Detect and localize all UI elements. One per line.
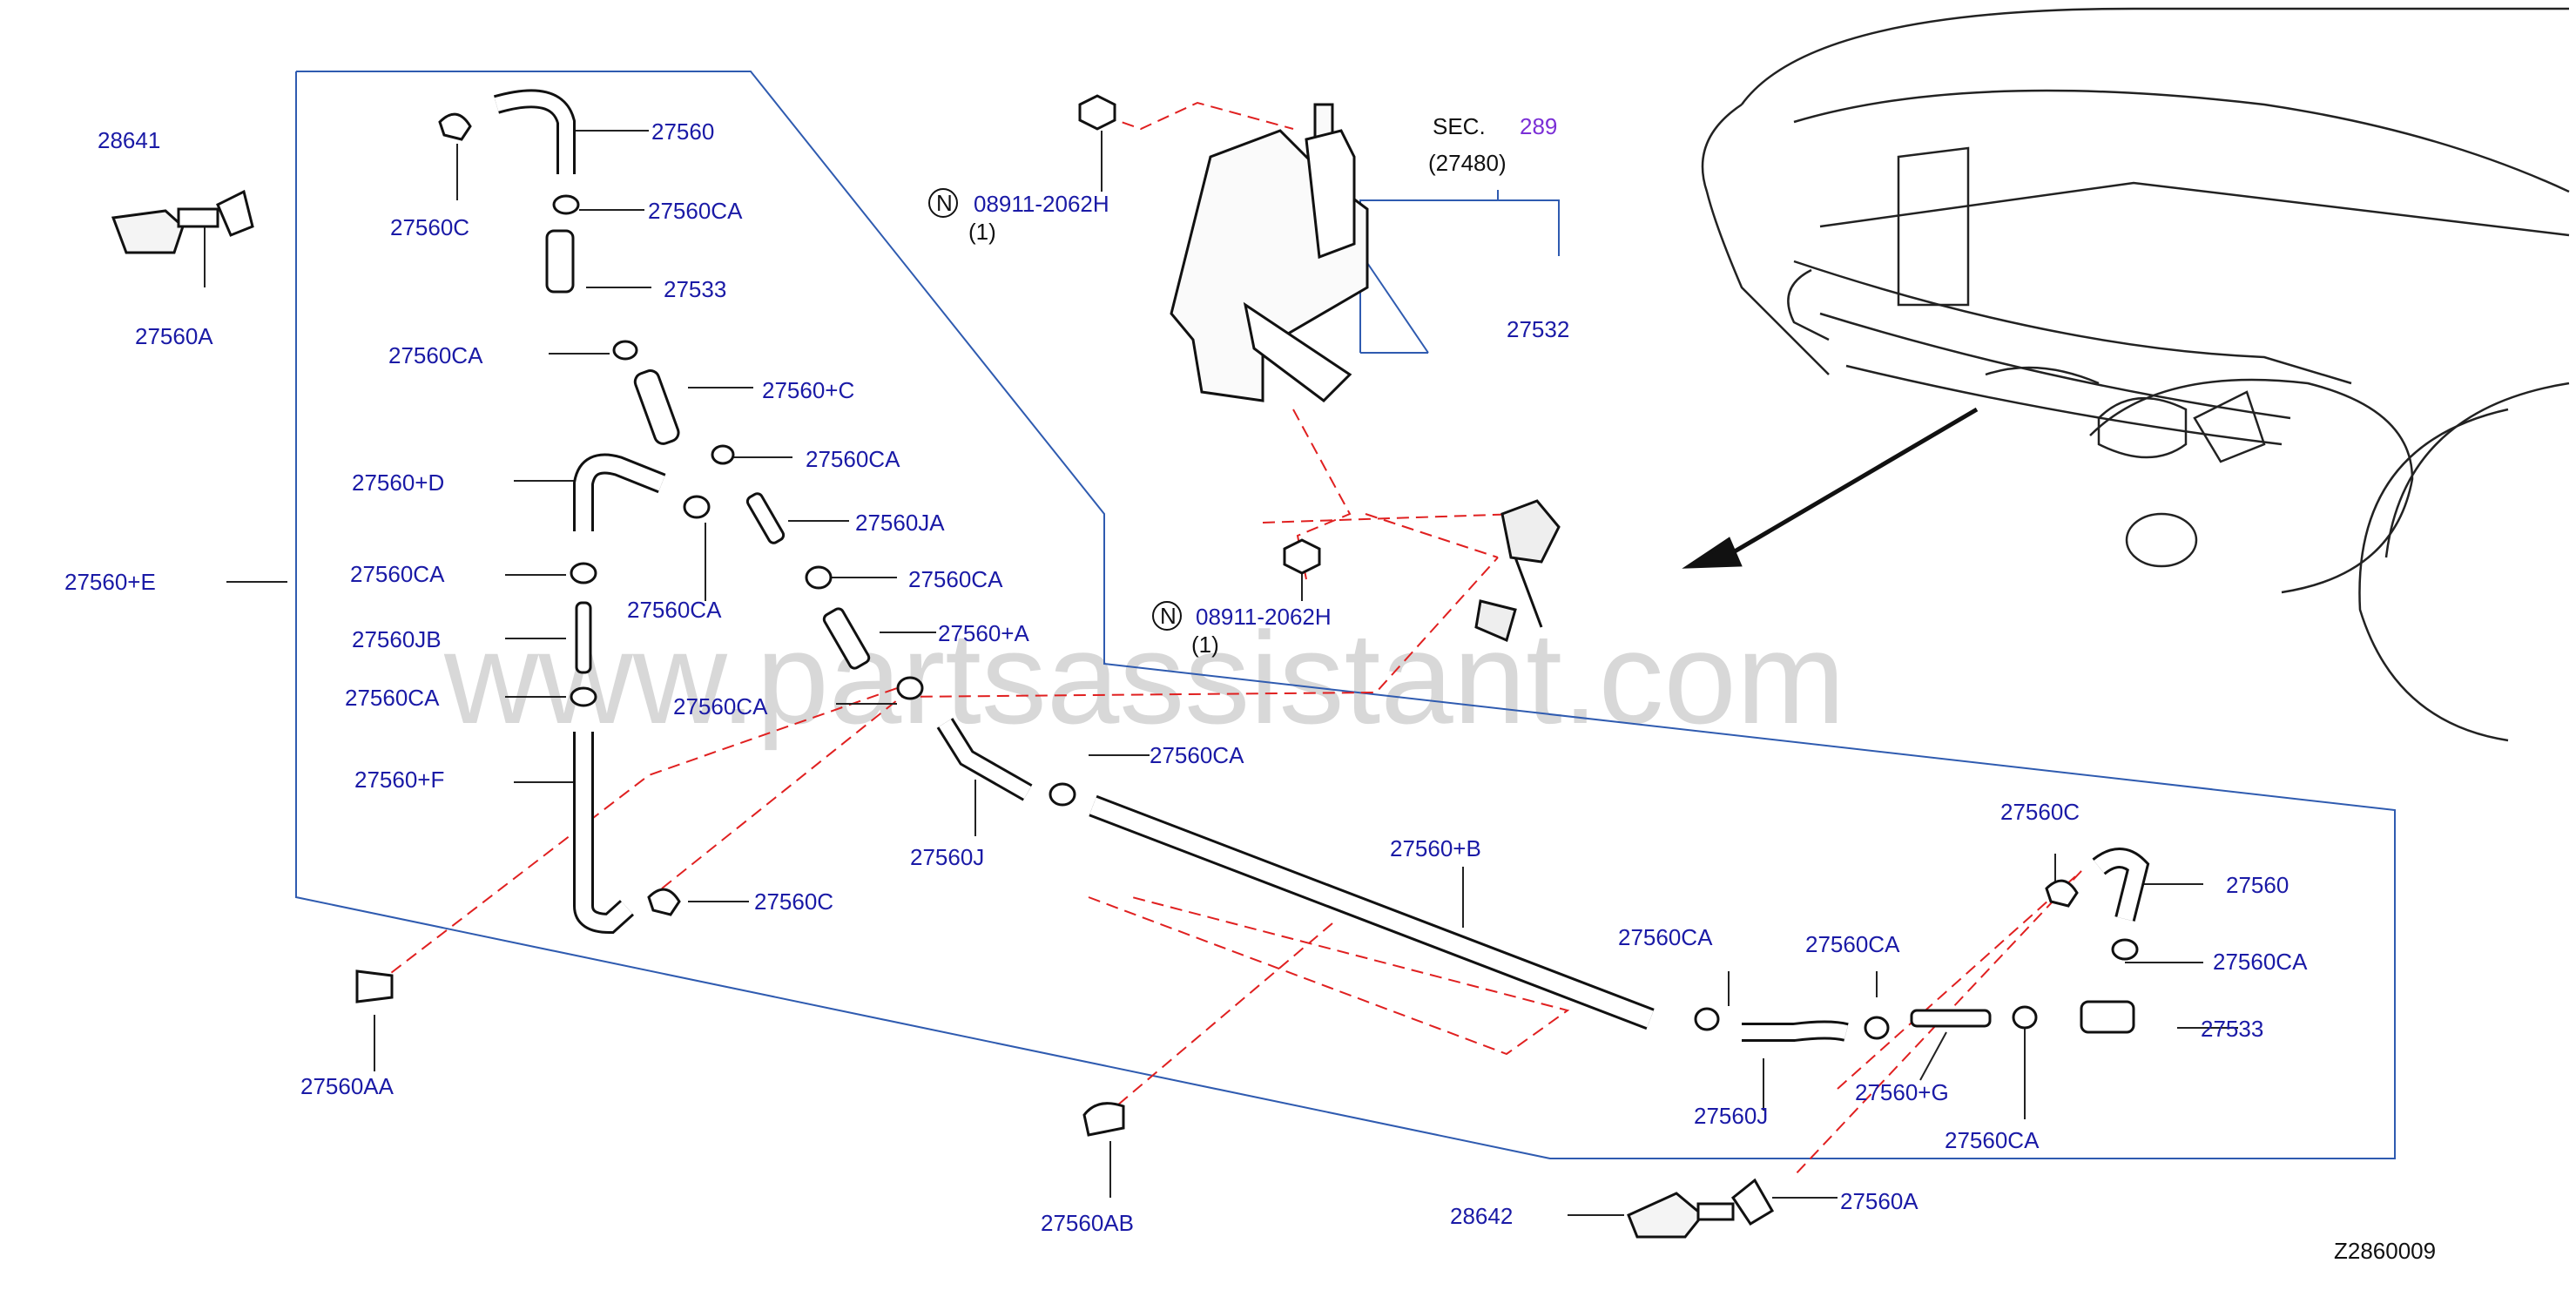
label-28642[interactable]: 28642 — [1450, 1203, 1513, 1229]
label-27560JB[interactable]: 27560JB — [352, 626, 442, 652]
label-28641[interactable]: 28641 — [98, 127, 160, 153]
label-27560CA-r-c[interactable]: 27560CA — [2213, 949, 2308, 975]
washer-nozzle-left[interactable] — [111, 189, 254, 254]
check-valve-27533-right[interactable] — [2080, 1000, 2135, 1034]
label-27560+F[interactable]: 27560+F — [354, 767, 444, 793]
nut-qty: (1) — [1191, 632, 1219, 658]
label-27532[interactable]: 27532 — [1507, 316, 1569, 342]
label-27560+G[interactable]: 27560+G — [1855, 1079, 1949, 1105]
sec-sub: (27480) — [1428, 150, 1507, 176]
joint-27560JA[interactable] — [745, 492, 786, 545]
bracket-27560AA[interactable] — [355, 969, 394, 1003]
nut-qty: (1) — [968, 219, 996, 245]
label-27560C-top[interactable]: 27560C — [390, 214, 469, 240]
label-27560CA-4[interactable]: 27560CA — [350, 561, 445, 587]
part-labels: 28641 27560A 27560 27560C 27560CA 27533 … — [64, 118, 2308, 1236]
label-27533-right[interactable]: 27533 — [2201, 1016, 2263, 1042]
label-27533-left[interactable]: 27533 — [664, 276, 726, 302]
nut-reference-lower[interactable]: N 08911-2062H (1) — [1152, 601, 1332, 658]
label-27560+C[interactable]: 27560+C — [762, 377, 854, 403]
label-27560-top[interactable]: 27560 — [651, 118, 714, 145]
joint-27560JB[interactable] — [575, 601, 592, 674]
locator-arrow — [1682, 407, 1979, 569]
label-27560CA-3[interactable]: 27560CA — [806, 446, 900, 472]
clamp-27560CA-7[interactable] — [570, 686, 597, 707]
label-27560CA-r-b[interactable]: 27560CA — [1805, 931, 1900, 957]
label-27560CA-9[interactable]: 27560CA — [1150, 742, 1244, 768]
clamp-27560CA-5[interactable] — [570, 562, 597, 584]
clamp-27560CA-9[interactable] — [1049, 782, 1076, 807]
label-27560C-right[interactable]: 27560C — [2000, 799, 2080, 825]
label-27560CA-1[interactable]: 27560CA — [648, 198, 743, 224]
n-marker: N — [1160, 603, 1177, 629]
label-27560CA-6[interactable]: 27560CA — [908, 566, 1003, 592]
label-27560-right[interactable]: 27560 — [2226, 872, 2289, 898]
label-27560+D[interactable]: 27560+D — [352, 469, 444, 496]
label-27560CA-r-d[interactable]: 27560CA — [1945, 1127, 2040, 1153]
leader-lines — [204, 130, 2238, 1216]
joint-27560G[interactable] — [1910, 1009, 1992, 1028]
clamp-27560CA-r4[interactable] — [2012, 1005, 2038, 1030]
hose-27560C[interactable] — [632, 368, 680, 446]
clamp-27560CA-r2[interactable] — [1694, 1007, 1720, 1031]
parts — [111, 89, 2150, 1239]
nut-reference-upper[interactable]: N 08911-2062H (1) — [928, 188, 1109, 245]
label-27560CA-8[interactable]: 27560CA — [673, 693, 768, 719]
clip-27560C-right[interactable] — [2045, 879, 2079, 908]
label-27560J-right[interactable]: 27560J — [1694, 1103, 1768, 1129]
label-27560+A[interactable]: 27560+A — [938, 620, 1029, 646]
clamp-27560CA-r3[interactable] — [1864, 1016, 1890, 1040]
label-27560C-mid[interactable]: 27560C — [754, 888, 833, 915]
label-27560J-left[interactable]: 27560J — [910, 844, 984, 870]
clip-27560C-top[interactable] — [438, 112, 472, 141]
label-27560A-left[interactable]: 27560A — [135, 323, 213, 349]
clamp-27560CA-6[interactable] — [805, 565, 833, 590]
sec-prefix: SEC. — [1433, 113, 1486, 139]
drawing-number: Z2860009 — [2334, 1238, 2436, 1264]
routing-dashed-lines — [375, 101, 2082, 1177]
sec-number-link[interactable]: 289 — [1520, 113, 1557, 139]
section-reference[interactable]: SEC. 289 (27480) — [1428, 113, 1557, 176]
washer-nozzle-right[interactable] — [1627, 1178, 1775, 1239]
clamp-27560CA-8[interactable] — [896, 676, 924, 700]
vehicle-front-view — [1701, 7, 2570, 742]
label-27560CA-r-a[interactable]: 27560CA — [1618, 924, 1713, 950]
label-27560+E[interactable]: 27560+E — [64, 569, 156, 595]
washer-reservoir[interactable] — [1170, 103, 1369, 402]
washer-pump[interactable] — [1474, 499, 1561, 643]
clamp-27560CA-r1[interactable] — [2111, 938, 2139, 961]
label-27560CA-2[interactable]: 27560CA — [388, 342, 483, 368]
label-27560CA-5[interactable]: 27560CA — [627, 597, 722, 623]
clip-27560C-mid[interactable] — [647, 888, 681, 916]
clamp-27560CA-2[interactable] — [612, 340, 638, 361]
nut-part-number: 08911-2062H — [1196, 604, 1332, 630]
check-valve-27533-left[interactable] — [545, 229, 575, 294]
clamp-27560CA-4[interactable] — [683, 495, 711, 519]
n-marker: N — [936, 190, 953, 216]
clamp-27560CA-1[interactable] — [552, 194, 580, 215]
label-27560AB[interactable]: 27560AB — [1041, 1210, 1134, 1236]
bracket-27560AB[interactable] — [1082, 1102, 1125, 1137]
nut-part-number: 08911-2062H — [974, 191, 1109, 217]
nut-upper[interactable] — [1078, 94, 1116, 131]
nut-lower[interactable] — [1283, 538, 1321, 575]
watermark-text: www.partsassistant.com — [443, 605, 1845, 751]
label-27560JA[interactable]: 27560JA — [855, 510, 945, 536]
label-27560CA-7[interactable]: 27560CA — [345, 685, 440, 711]
label-27560+B[interactable]: 27560+B — [1390, 835, 1481, 861]
clamp-27560CA-3[interactable] — [711, 444, 735, 465]
label-27560AA[interactable]: 27560AA — [300, 1073, 394, 1099]
hose-27560A[interactable] — [822, 607, 871, 671]
label-27560A-right[interactable]: 27560A — [1840, 1188, 1919, 1214]
